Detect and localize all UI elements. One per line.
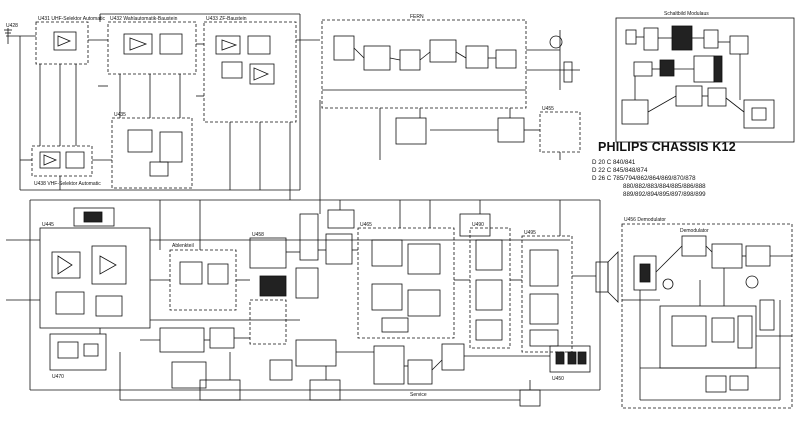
module-u490	[469, 227, 511, 349]
model-line: D 26 C 785/794/862/864/869/870/878	[592, 175, 696, 183]
main-chassis	[6, 199, 619, 407]
crystal-circle	[549, 35, 563, 49]
module-u438	[31, 145, 93, 177]
label-u470: U470	[52, 374, 64, 380]
module-u470	[49, 333, 107, 371]
label-u450: U450	[552, 376, 564, 382]
label-ablenkteil: Ablenkteil	[172, 243, 194, 249]
label-u490: U490	[472, 222, 484, 228]
model-line: 880/882/883/884/885/886/888	[623, 183, 706, 191]
label-u438: U438 VHF-Selektor Automatic	[34, 181, 101, 187]
label-u433: U433 ZF-Baustein	[206, 16, 247, 22]
title-block: PHILIPS CHASSIS K12 D 20 C 840/841 D 22 …	[592, 140, 800, 199]
module-u456	[621, 223, 793, 409]
label-u465: U465	[360, 222, 372, 228]
transistor-circle	[745, 275, 759, 289]
tuner-section	[4, 13, 320, 200]
module-u431	[35, 21, 89, 65]
module-u435	[111, 117, 193, 189]
label-u432: U432 Wahlautomatik-Baustein	[110, 16, 178, 22]
module-u465	[357, 227, 455, 339]
model-list: D 20 C 840/841 D 22 C 845/848/874 D 26 C…	[592, 159, 800, 199]
remote-section	[319, 19, 581, 200]
model-line: 889/892/894/895/897/898/899	[623, 191, 706, 199]
module-u495	[521, 235, 573, 353]
label-u458: U458	[252, 232, 264, 238]
label-u455: U455	[542, 106, 554, 112]
label-u431: U431 UHF-Selektor Automatic	[38, 16, 105, 22]
label-u435: U435	[114, 112, 126, 118]
inset-title: Schaltbild Modulaus	[664, 11, 709, 17]
chassis-title: PHILIPS CHASSIS K12	[598, 140, 736, 154]
label-service: Service	[410, 392, 427, 398]
model-line: D 20 C 840/841	[592, 159, 636, 166]
module-inset	[615, 17, 795, 143]
label-demodulator: Demodulator	[680, 228, 709, 234]
module-u433	[203, 21, 297, 123]
module-u455	[539, 111, 581, 153]
module-u450	[549, 345, 591, 373]
label-u456: U456 Demodulator	[624, 217, 666, 223]
label-u495: U495	[524, 230, 536, 236]
module-fern	[321, 19, 527, 109]
model-line: D 22 C 845/848/874	[592, 167, 648, 175]
label-fern: FERN	[410, 14, 424, 20]
label-u428: U428	[6, 23, 18, 29]
label-u445: U445	[42, 222, 54, 228]
